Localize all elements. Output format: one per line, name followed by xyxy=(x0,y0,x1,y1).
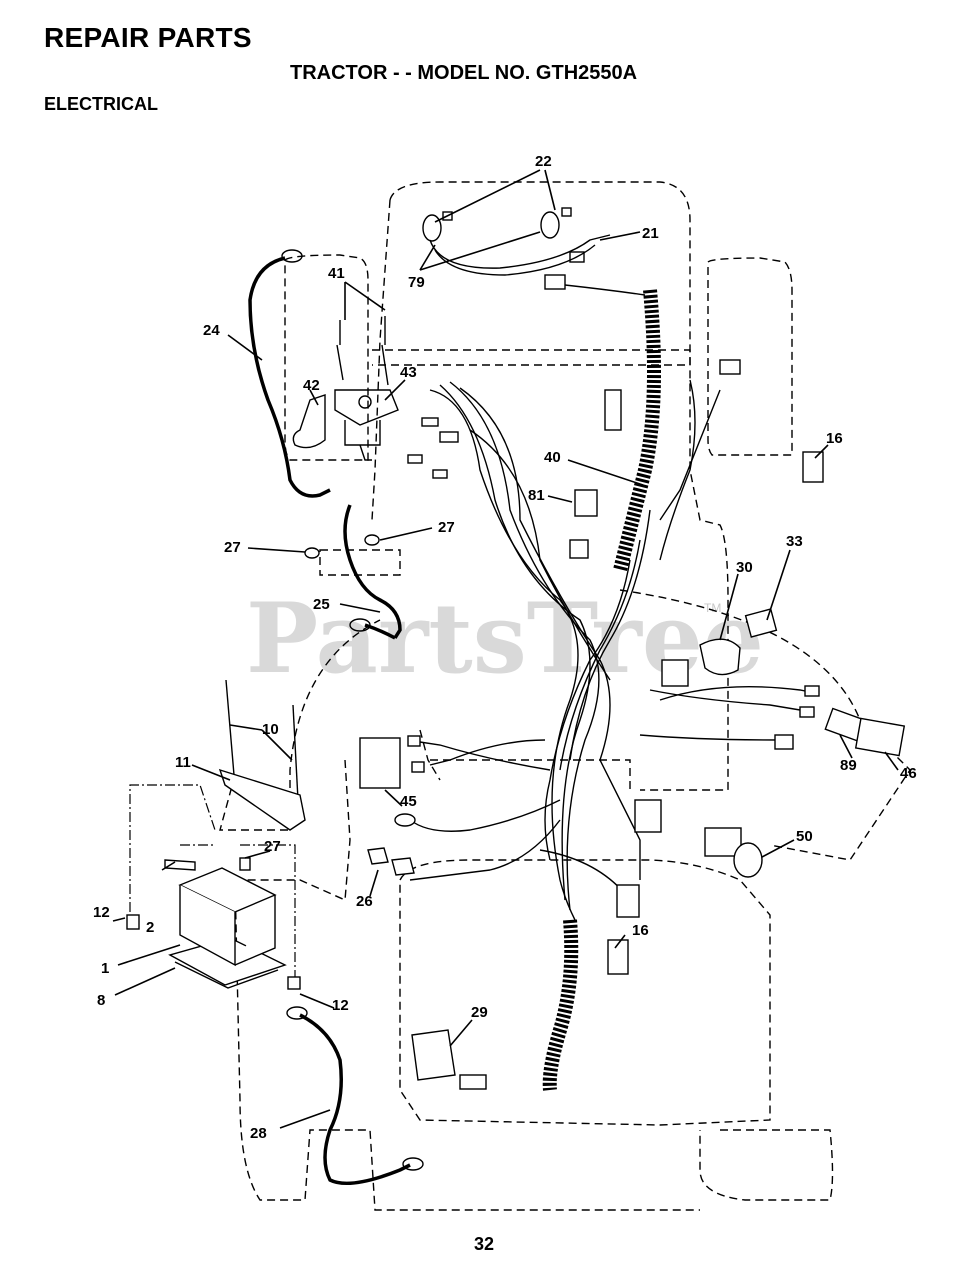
callout-29: 29 xyxy=(471,1004,488,1021)
callout-labels: 22 21 79 41 24 42 43 40 81 16 33 30 27 2… xyxy=(93,153,917,1142)
harness-connectors xyxy=(394,359,820,1090)
callout-16-upper: 16 xyxy=(826,430,843,447)
convoluted-tube-lower xyxy=(542,919,579,1091)
battery-cable-28 xyxy=(286,1006,424,1186)
model-subtitle: TRACTOR - - MODEL NO. GTH2550A xyxy=(290,62,638,84)
battery-assembly xyxy=(126,534,380,990)
callout-11: 11 xyxy=(175,754,191,771)
page-number: 32 xyxy=(474,1234,495,1254)
callout-16-lower: 16 xyxy=(632,922,649,939)
callout-40: 40 xyxy=(544,449,561,466)
callout-27-lower: 27 xyxy=(264,838,281,855)
callout-43: 43 xyxy=(400,364,417,381)
callout-22: 22 xyxy=(535,153,552,170)
callout-42: 42 xyxy=(303,377,320,394)
page-title: REPAIR PARTS xyxy=(44,22,252,53)
callout-24: 24 xyxy=(203,322,220,339)
convoluted-tube-upper xyxy=(613,289,661,572)
callout-21: 21 xyxy=(642,225,659,242)
wiring-harness xyxy=(409,379,811,921)
callout-89: 89 xyxy=(840,757,857,774)
callout-28: 28 xyxy=(250,1125,267,1142)
headlight-wiring xyxy=(422,207,646,296)
battery-cable-25 xyxy=(343,504,402,640)
switch-components xyxy=(359,451,906,1081)
callout-12-lower: 12 xyxy=(332,997,349,1014)
callout-45: 45 xyxy=(400,793,417,810)
callout-41: 41 xyxy=(328,265,345,282)
section-label: ELECTRICAL xyxy=(44,94,158,114)
callout-81: 81 xyxy=(528,487,545,504)
callout-1: 1 xyxy=(101,960,109,977)
callout-50: 50 xyxy=(796,828,813,845)
callout-2: 2 xyxy=(146,919,154,936)
starter-solenoid xyxy=(292,316,399,461)
callout-46: 46 xyxy=(900,765,917,782)
callout-26: 26 xyxy=(356,893,373,910)
callout-27-left: 27 xyxy=(224,539,241,556)
callout-10: 10 xyxy=(262,721,279,738)
callout-30: 30 xyxy=(736,559,753,576)
callout-12-left: 12 xyxy=(93,904,110,921)
callout-79: 79 xyxy=(408,274,425,291)
callout-33: 33 xyxy=(786,533,803,550)
callout-8: 8 xyxy=(97,992,105,1009)
watermark-tm: TM xyxy=(704,601,721,615)
callout-25: 25 xyxy=(313,596,330,613)
callout-leaders xyxy=(112,169,899,1129)
battery-cable-24 xyxy=(248,249,331,498)
callout-27-right: 27 xyxy=(438,519,455,536)
battery-bracket-line xyxy=(129,784,296,980)
